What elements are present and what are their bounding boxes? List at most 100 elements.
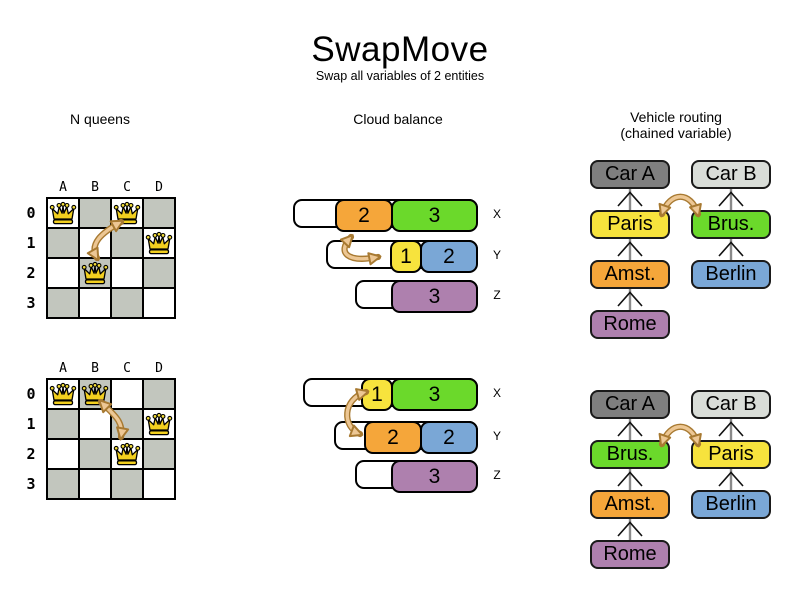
- vehicle-node-carb: Car B: [691, 390, 771, 419]
- vehicle-node-carb: Car B: [691, 160, 771, 189]
- queen: [145, 412, 173, 436]
- vehicle-node-amst: Amst.: [590, 260, 670, 289]
- chain-connector: [715, 239, 747, 260]
- board-cell: [79, 288, 111, 318]
- process-block: 2: [420, 240, 478, 273]
- board-cell: [143, 379, 175, 409]
- vehicle-node-rome: Rome: [590, 540, 670, 569]
- process-block: 2: [335, 199, 393, 232]
- board-cell: [143, 469, 175, 499]
- section-label-vehicle: Vehicle routing (chained variable): [586, 109, 766, 141]
- board-cell: [47, 409, 79, 439]
- queen-icon: [49, 382, 77, 406]
- board-cell: [47, 469, 79, 499]
- board-cell: [143, 258, 175, 288]
- queen-icon: [81, 261, 109, 285]
- chain-arrow-icon: [617, 469, 643, 490]
- board-cell: [111, 288, 143, 318]
- vehicle-node-cara: Car A: [590, 160, 670, 189]
- chain-arrow-icon: [617, 189, 643, 210]
- process-block: 2: [364, 421, 422, 454]
- board-cell: [79, 228, 111, 258]
- board-cell: [79, 409, 111, 439]
- queen: [81, 261, 109, 285]
- board-row-label: 3: [26, 294, 36, 312]
- board-cell: [47, 439, 79, 469]
- chain-connector: [614, 469, 646, 490]
- chain-connector: [614, 289, 646, 310]
- board-col-label: A: [59, 361, 67, 376]
- board-col-label: D: [155, 180, 163, 195]
- process-block: 1: [361, 378, 393, 411]
- chain-connector: [715, 469, 747, 490]
- chain-connector: [614, 419, 646, 440]
- computer-label-X: X: [492, 385, 501, 400]
- computer-row-Z: 3: [355, 460, 478, 493]
- chain-arrow-icon: [617, 419, 643, 440]
- chain-connector: [715, 189, 747, 210]
- computer-label-X: X: [492, 206, 501, 221]
- board-cell: [111, 379, 143, 409]
- vehicle-node-amst: Amst.: [590, 490, 670, 519]
- computer-label-Y: Y: [492, 428, 501, 443]
- vehicle-node-brus: Brus.: [691, 210, 771, 239]
- board-col-label: B: [91, 180, 99, 195]
- board-cell: [111, 258, 143, 288]
- queen: [49, 382, 77, 406]
- queen-icon: [49, 201, 77, 225]
- board-cell: [79, 198, 111, 228]
- process-block: 3: [391, 199, 478, 232]
- board-col-label: C: [123, 361, 131, 376]
- queen: [145, 231, 173, 255]
- chain-connector: [614, 239, 646, 260]
- board-cell: [47, 258, 79, 288]
- board-col-label: B: [91, 361, 99, 376]
- chain-connector: [715, 419, 747, 440]
- board-cell: [143, 288, 175, 318]
- process-block: 3: [391, 460, 478, 493]
- queen-icon: [81, 382, 109, 406]
- board-row-label: 0: [26, 385, 36, 403]
- process-block: 3: [391, 378, 478, 411]
- board-cell: [143, 439, 175, 469]
- board-cell: [79, 439, 111, 469]
- queen-icon: [145, 231, 173, 255]
- queen: [113, 201, 141, 225]
- queen: [113, 442, 141, 466]
- board-row-label: 3: [26, 475, 36, 493]
- board-col-label: C: [123, 180, 131, 195]
- board-row-label: 0: [26, 204, 36, 222]
- board-col-label: A: [59, 180, 67, 195]
- chain-arrow-icon: [617, 239, 643, 260]
- queen-icon: [145, 412, 173, 436]
- queen: [49, 201, 77, 225]
- vehicle-node-berlin: Berlin: [691, 490, 771, 519]
- queen-icon: [113, 201, 141, 225]
- vehicle-node-paris: Paris: [590, 210, 670, 239]
- vehicle-label-line1: Vehicle routing: [630, 109, 722, 125]
- page-title: SwapMove: [311, 30, 489, 69]
- process-block: 1: [390, 240, 422, 273]
- computer-label-Y: Y: [492, 247, 501, 262]
- process-block: 3: [391, 280, 478, 313]
- board-row-label: 1: [26, 234, 36, 252]
- section-label-cloud: Cloud balance: [353, 111, 443, 127]
- section-label-nqueens: N queens: [70, 111, 130, 127]
- board-row-label: 1: [26, 415, 36, 433]
- vehicle-node-cara: Car A: [590, 390, 670, 419]
- board-cell: [111, 409, 143, 439]
- process-block: 2: [420, 421, 478, 454]
- computer-label-Z: Z: [493, 467, 501, 482]
- board-cell: [47, 288, 79, 318]
- board-col-label: D: [155, 361, 163, 376]
- chain-arrow-icon: [718, 189, 744, 210]
- vehicle-label-line2: (chained variable): [620, 125, 732, 141]
- board-grid: [46, 378, 176, 500]
- board-cell: [143, 198, 175, 228]
- vehicle-node-berlin: Berlin: [691, 260, 771, 289]
- chain-arrow-icon: [617, 289, 643, 310]
